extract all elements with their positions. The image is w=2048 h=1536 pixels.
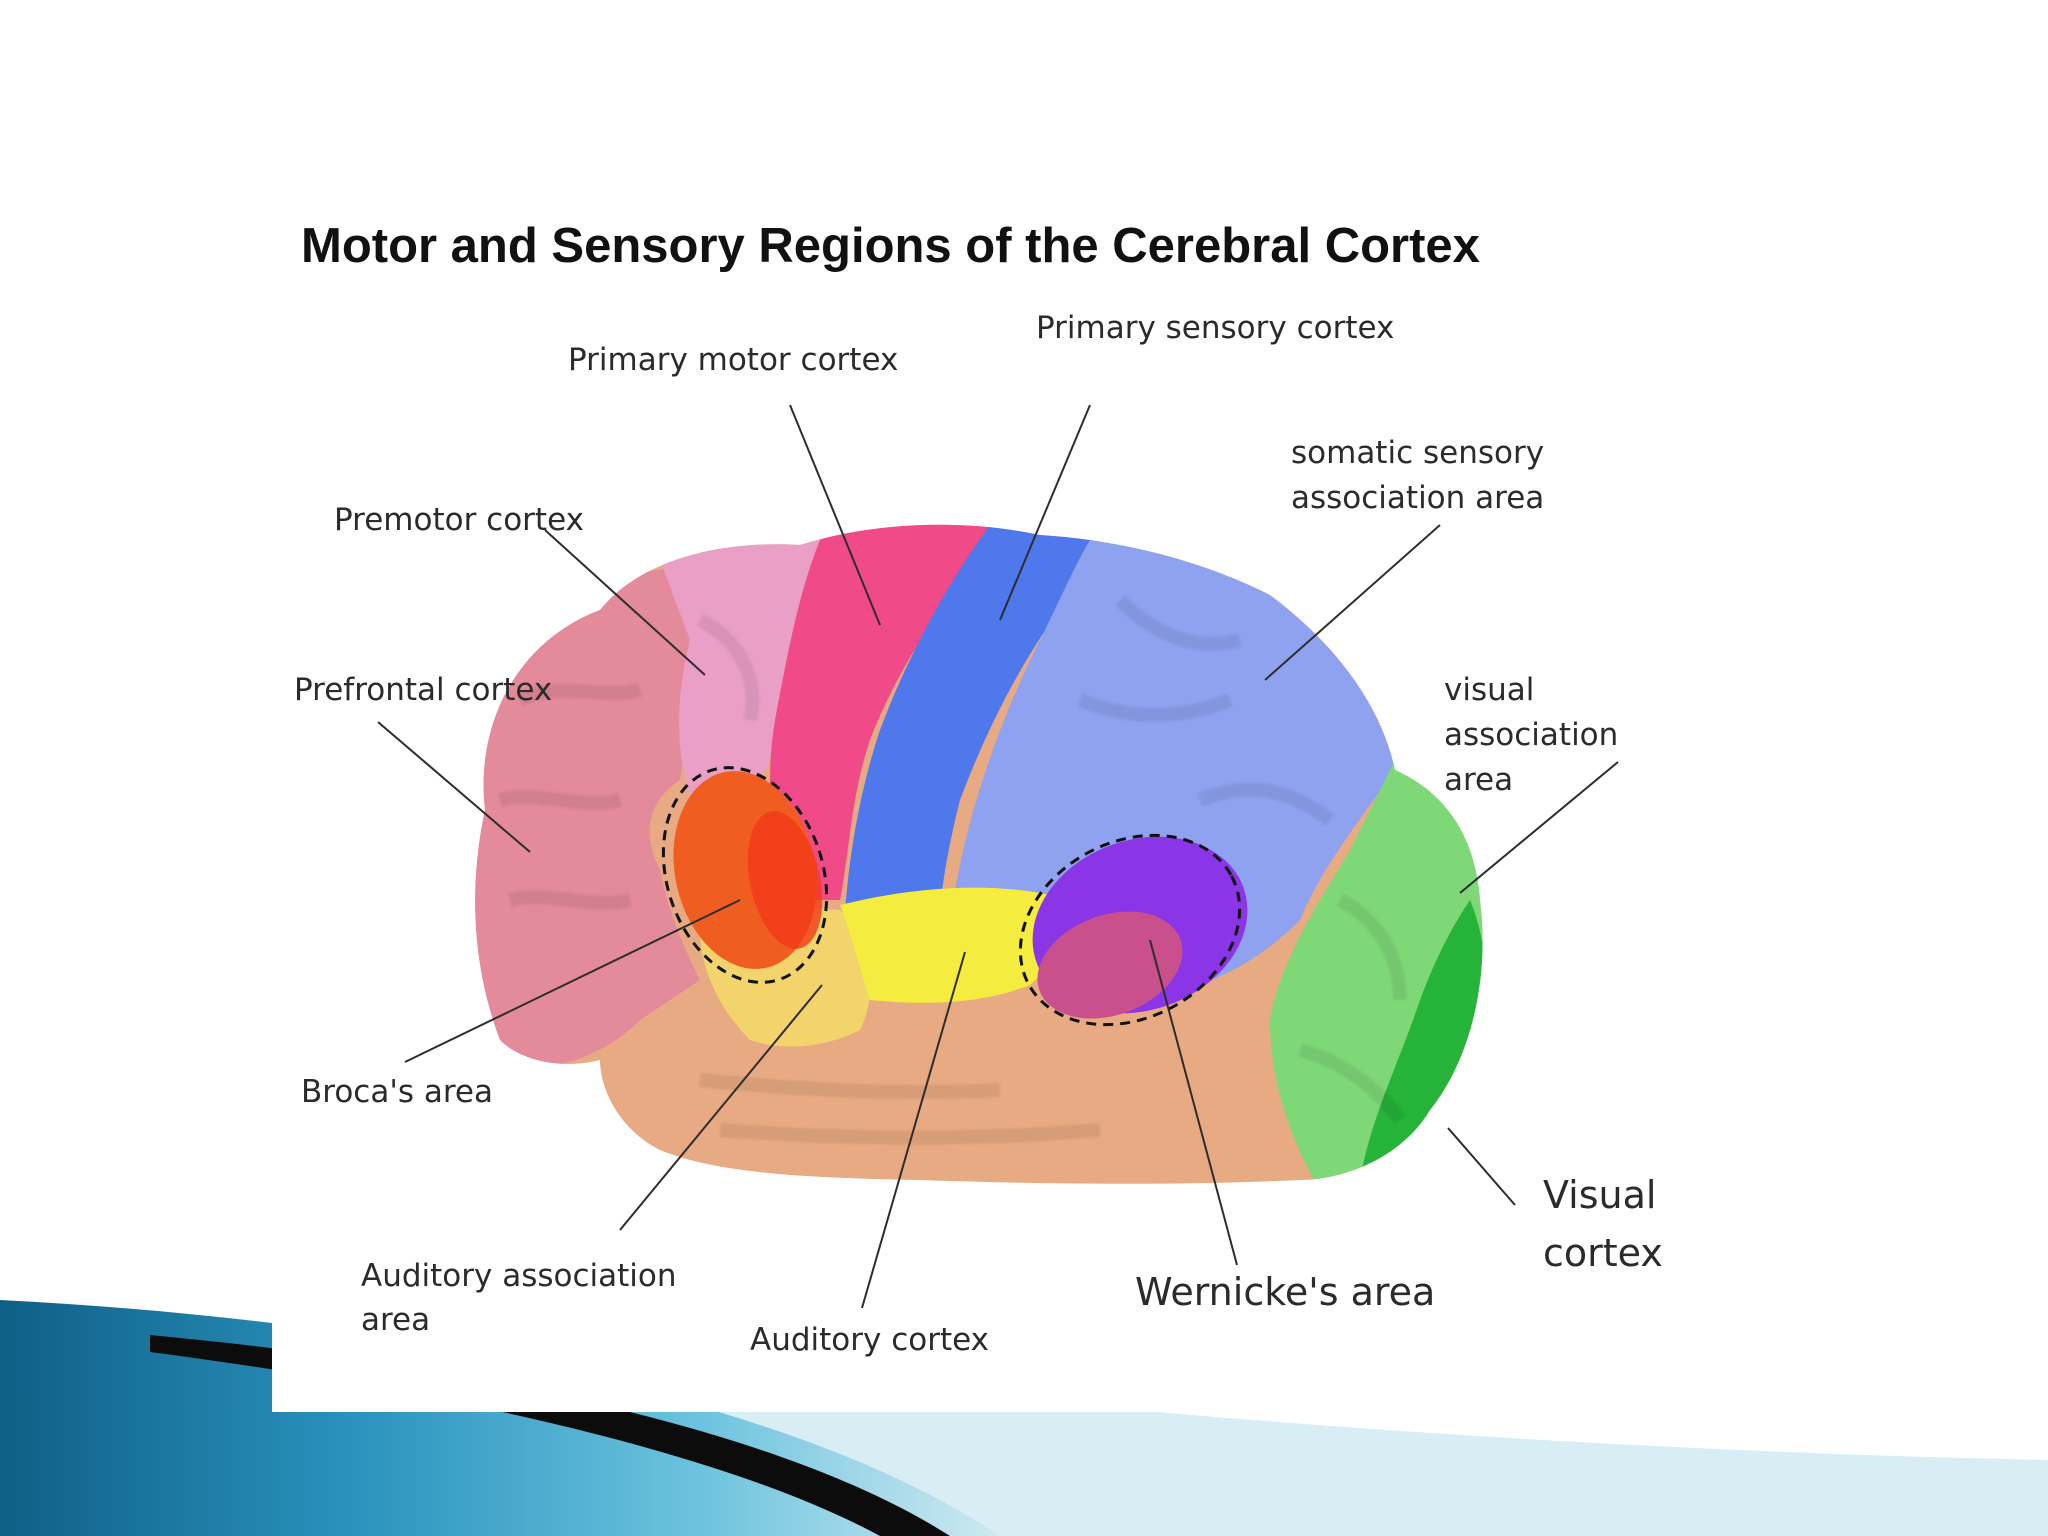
leader-primary-motor <box>789 404 881 626</box>
leader-visual-cortex <box>1447 1127 1516 1206</box>
leader-wernicke <box>1149 939 1238 1266</box>
label-premotor-cortex: Premotor cortex <box>334 502 584 538</box>
leader-lines <box>377 404 1619 1309</box>
labels: Primary motor cortex Primary sensory cor… <box>294 310 1663 1358</box>
label-visual-association-line3: area <box>1444 762 1513 798</box>
leader-premotor <box>544 529 706 676</box>
diagram-title: Motor and Sensory Regions of the Cerebra… <box>301 219 1480 273</box>
label-wernickes-area: Wernicke's area <box>1135 1270 1435 1314</box>
region-primary-motor-cortex <box>770 524 1000 900</box>
leader-visual-association <box>1459 761 1619 894</box>
broca-dashed-outline <box>661 766 829 984</box>
label-visual-association-line2: association <box>1444 717 1618 753</box>
label-auditory-association-line1: Auditory association <box>361 1258 677 1294</box>
region-primary-sensory-cortex <box>845 524 1110 920</box>
leader-broca <box>404 899 741 1063</box>
label-auditory-cortex: Auditory cortex <box>750 1322 989 1358</box>
label-brocas-area: Broca's area <box>301 1074 493 1110</box>
gyri-texture <box>498 595 1407 1145</box>
label-somatic-sensory-line2: association area <box>1291 480 1544 516</box>
swoosh-dark-stripe <box>150 1335 950 1536</box>
leader-primary-sensory <box>999 404 1091 621</box>
label-auditory-association-line2: area <box>361 1302 430 1338</box>
label-prefrontal-cortex: Prefrontal cortex <box>294 672 552 708</box>
leader-auditory-association <box>619 984 823 1231</box>
label-somatic-sensory-line1: somatic sensory <box>1291 435 1544 471</box>
leader-prefrontal <box>377 721 531 853</box>
broca-highlight <box>747 811 823 949</box>
label-visual-association-line1: visual <box>1444 672 1534 708</box>
label-primary-sensory-cortex: Primary sensory cortex <box>1036 310 1394 346</box>
wernicke-lower <box>1037 911 1183 1019</box>
label-visual-cortex-line2: cortex <box>1543 1231 1663 1275</box>
leader-auditory <box>861 951 966 1309</box>
label-primary-motor-cortex: Primary motor cortex <box>568 342 898 378</box>
leader-somatic <box>1264 524 1441 681</box>
region-auditory-cortex <box>840 887 1061 1003</box>
brain <box>475 524 1483 1184</box>
label-visual-cortex-line1: Visual <box>1543 1173 1656 1217</box>
